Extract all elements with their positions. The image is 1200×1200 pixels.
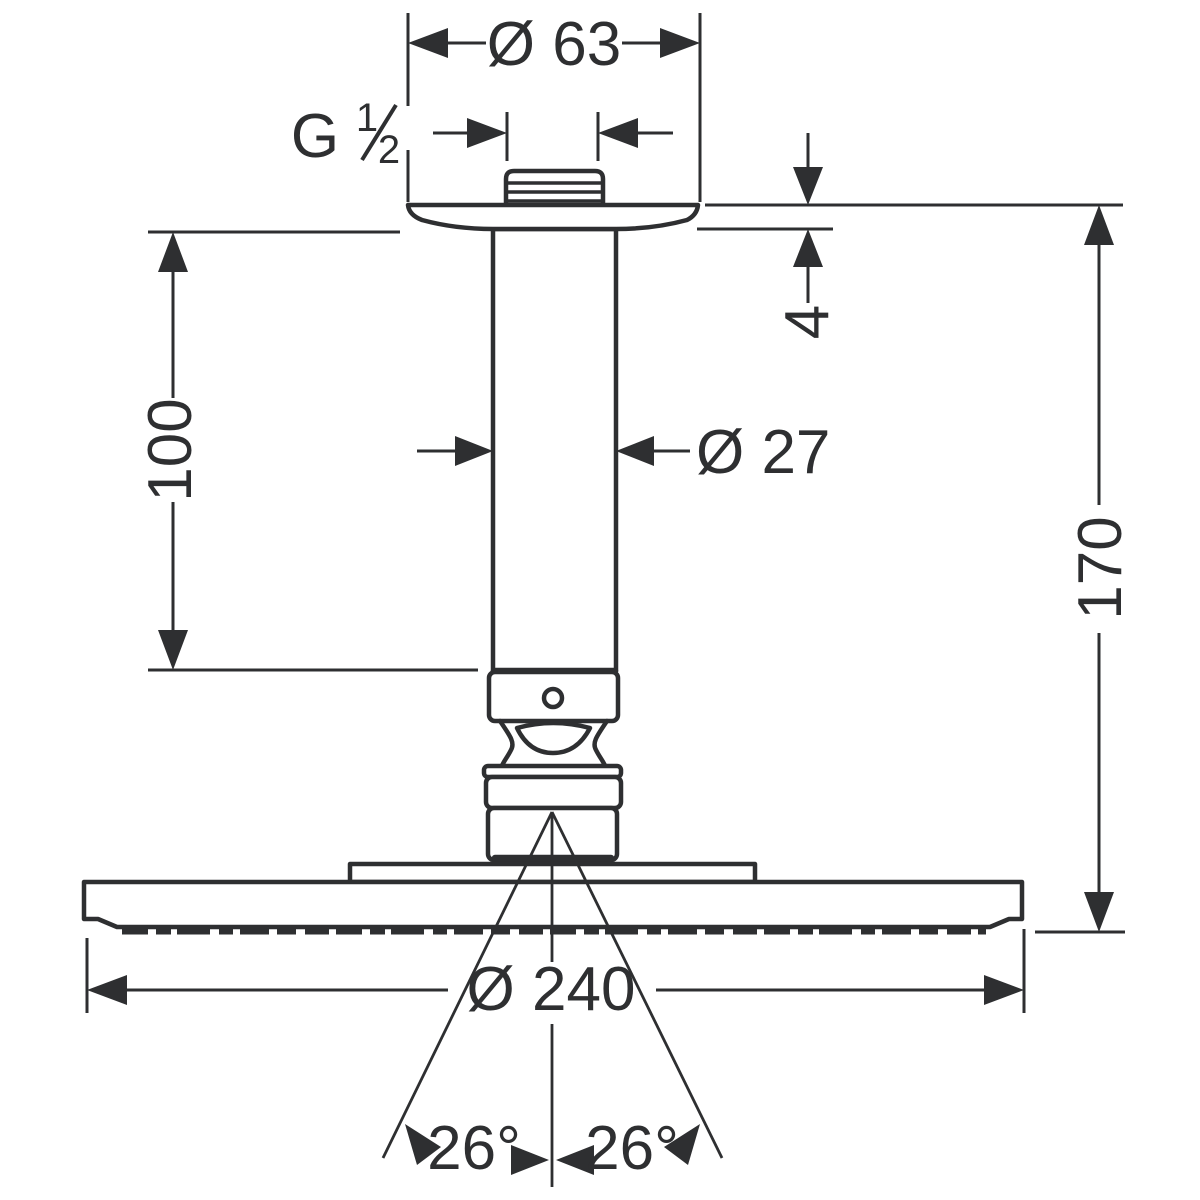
dim-length-extension-lines <box>148 230 478 672</box>
label-head-diameter: Ø 240 <box>467 955 636 1024</box>
arrow-left-icon <box>408 28 448 58</box>
spray-angle-lines <box>381 811 724 1187</box>
dim-head-diameter: Ø 240 <box>85 929 1026 1024</box>
spray-line-right <box>550 811 724 1159</box>
screw-hole <box>541 686 565 710</box>
dim-spray-angles: 26° 26° <box>405 1114 700 1183</box>
shower-pipe <box>490 226 619 674</box>
arrow-down-icon <box>158 630 188 670</box>
arrow-left-icon <box>616 436 654 466</box>
connector-nut <box>483 774 624 811</box>
dim-head-extension-lines <box>85 929 1026 1013</box>
arrow-upright-icon <box>664 1124 700 1165</box>
dim-flange-thickness: 4 <box>697 133 1123 339</box>
label-pipe-diameter: Ø 27 <box>696 418 830 487</box>
label-thread-denominator: 2 <box>378 128 400 172</box>
dim-thickness-extension-lines <box>697 203 1123 231</box>
dim-pipe-diameter: Ø 27 <box>417 418 830 487</box>
label-flange-thickness: 4 <box>773 305 842 339</box>
thread-nipple <box>503 168 606 211</box>
arrow-right-icon <box>660 28 700 58</box>
arrow-right-icon <box>984 975 1024 1005</box>
ceiling-flange <box>405 202 701 232</box>
arrow-left-icon <box>598 118 638 148</box>
label-spray-angle-right: 26° <box>585 1114 679 1183</box>
label-flange-diameter: Ø 63 <box>487 10 621 79</box>
dim-flange-diameter: Ø 63 <box>406 10 702 202</box>
arrow-up-icon <box>793 229 823 267</box>
fraction-slash <box>360 103 398 162</box>
spray-line-left <box>381 811 554 1159</box>
arrow-right-icon <box>467 118 507 148</box>
arrow-down-icon <box>1084 892 1114 932</box>
arrow-upleft-icon <box>405 1124 441 1165</box>
dim-thread-extension-lines <box>505 112 600 161</box>
dim-pipe-length: 100 <box>136 230 478 672</box>
label-pipe-length: 100 <box>136 398 205 501</box>
ball-joint-left-edge <box>497 718 515 771</box>
label-spray-angle-left: 26° <box>427 1114 521 1183</box>
thread-ridges <box>508 181 601 203</box>
ball-joint-right-edge <box>592 718 610 771</box>
dim-flange-extension-lines <box>406 13 702 202</box>
dim-total-height: 170 <box>1035 205 1135 934</box>
ball-lens <box>514 720 593 756</box>
arrow-right-icon <box>455 436 493 466</box>
dim-thread: G 1 2 <box>291 96 673 172</box>
label-thread-g: G <box>291 102 339 171</box>
arrow-left-icon <box>556 1145 594 1175</box>
arrow-right-icon <box>511 1145 549 1175</box>
arrow-up-icon <box>1084 205 1114 245</box>
arrow-up-icon <box>158 232 188 272</box>
label-thread-numerator: 1 <box>356 96 378 140</box>
arrow-left-icon <box>87 975 127 1005</box>
label-total-height: 170 <box>1066 516 1135 619</box>
arrow-down-icon <box>793 167 823 205</box>
